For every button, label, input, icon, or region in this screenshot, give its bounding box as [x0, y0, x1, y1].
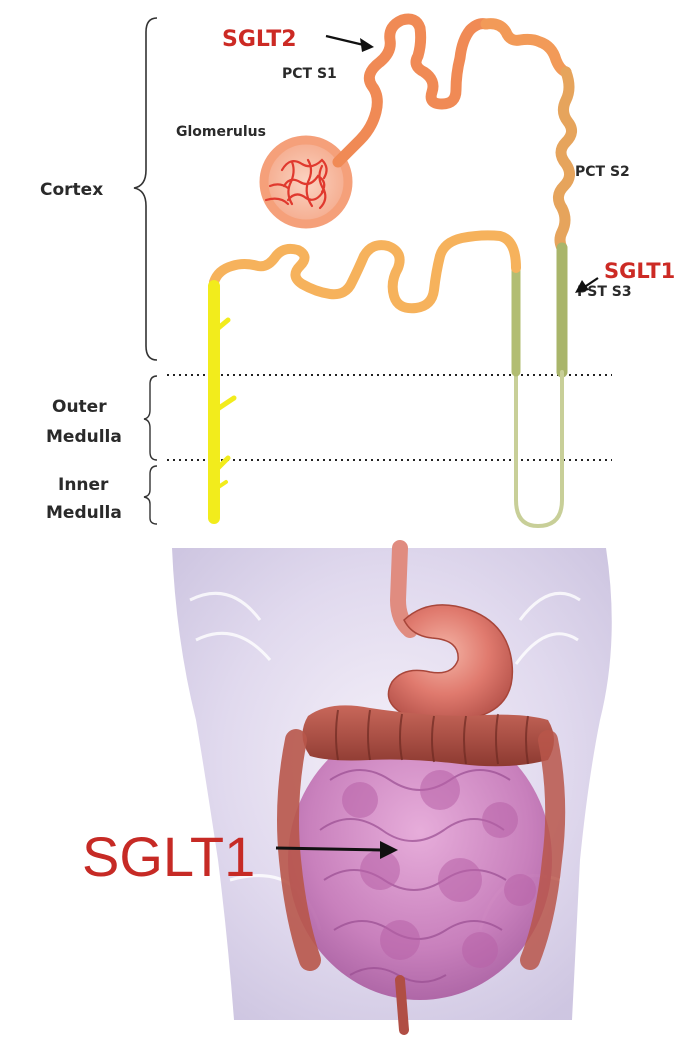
pct-upper-loop — [486, 24, 566, 72]
sglt1-kidney-label: SGLT1 — [604, 259, 675, 283]
collecting-duct — [214, 286, 234, 518]
distal-tubule — [214, 235, 516, 308]
glomerulus-label: Glomerulus — [176, 124, 266, 140]
inner-medulla-label-line2: Medulla — [46, 503, 122, 523]
loop-of-henle — [516, 268, 562, 526]
inner-medulla-brace — [144, 466, 157, 524]
pct-s1-label: PCT S1 — [282, 66, 337, 82]
sglt2-label: SGLT2 — [222, 27, 297, 52]
rectum — [400, 980, 404, 1030]
outer-medulla-label-line1: Outer — [52, 397, 107, 417]
sglt1-gut-label: SGLT1 — [82, 825, 255, 888]
pct-s2-tubule — [558, 72, 571, 248]
cortex-brace — [134, 18, 157, 360]
outer-medulla-label-line2: Medulla — [46, 427, 122, 447]
inner-medulla-label-line1: Inner — [58, 475, 109, 495]
glomerulus — [264, 140, 348, 224]
cortex-label: Cortex — [40, 180, 103, 200]
nephron-diagram: Cortex Outer Medulla Inner Medulla — [40, 18, 675, 526]
outer-medulla-brace — [144, 376, 157, 460]
pct-s1-tubule — [338, 19, 486, 162]
gut-illustration: SGLT1 — [82, 548, 612, 1030]
pct-s2-label: PCT S2 — [575, 164, 630, 180]
sglt2-arrow — [326, 36, 374, 52]
